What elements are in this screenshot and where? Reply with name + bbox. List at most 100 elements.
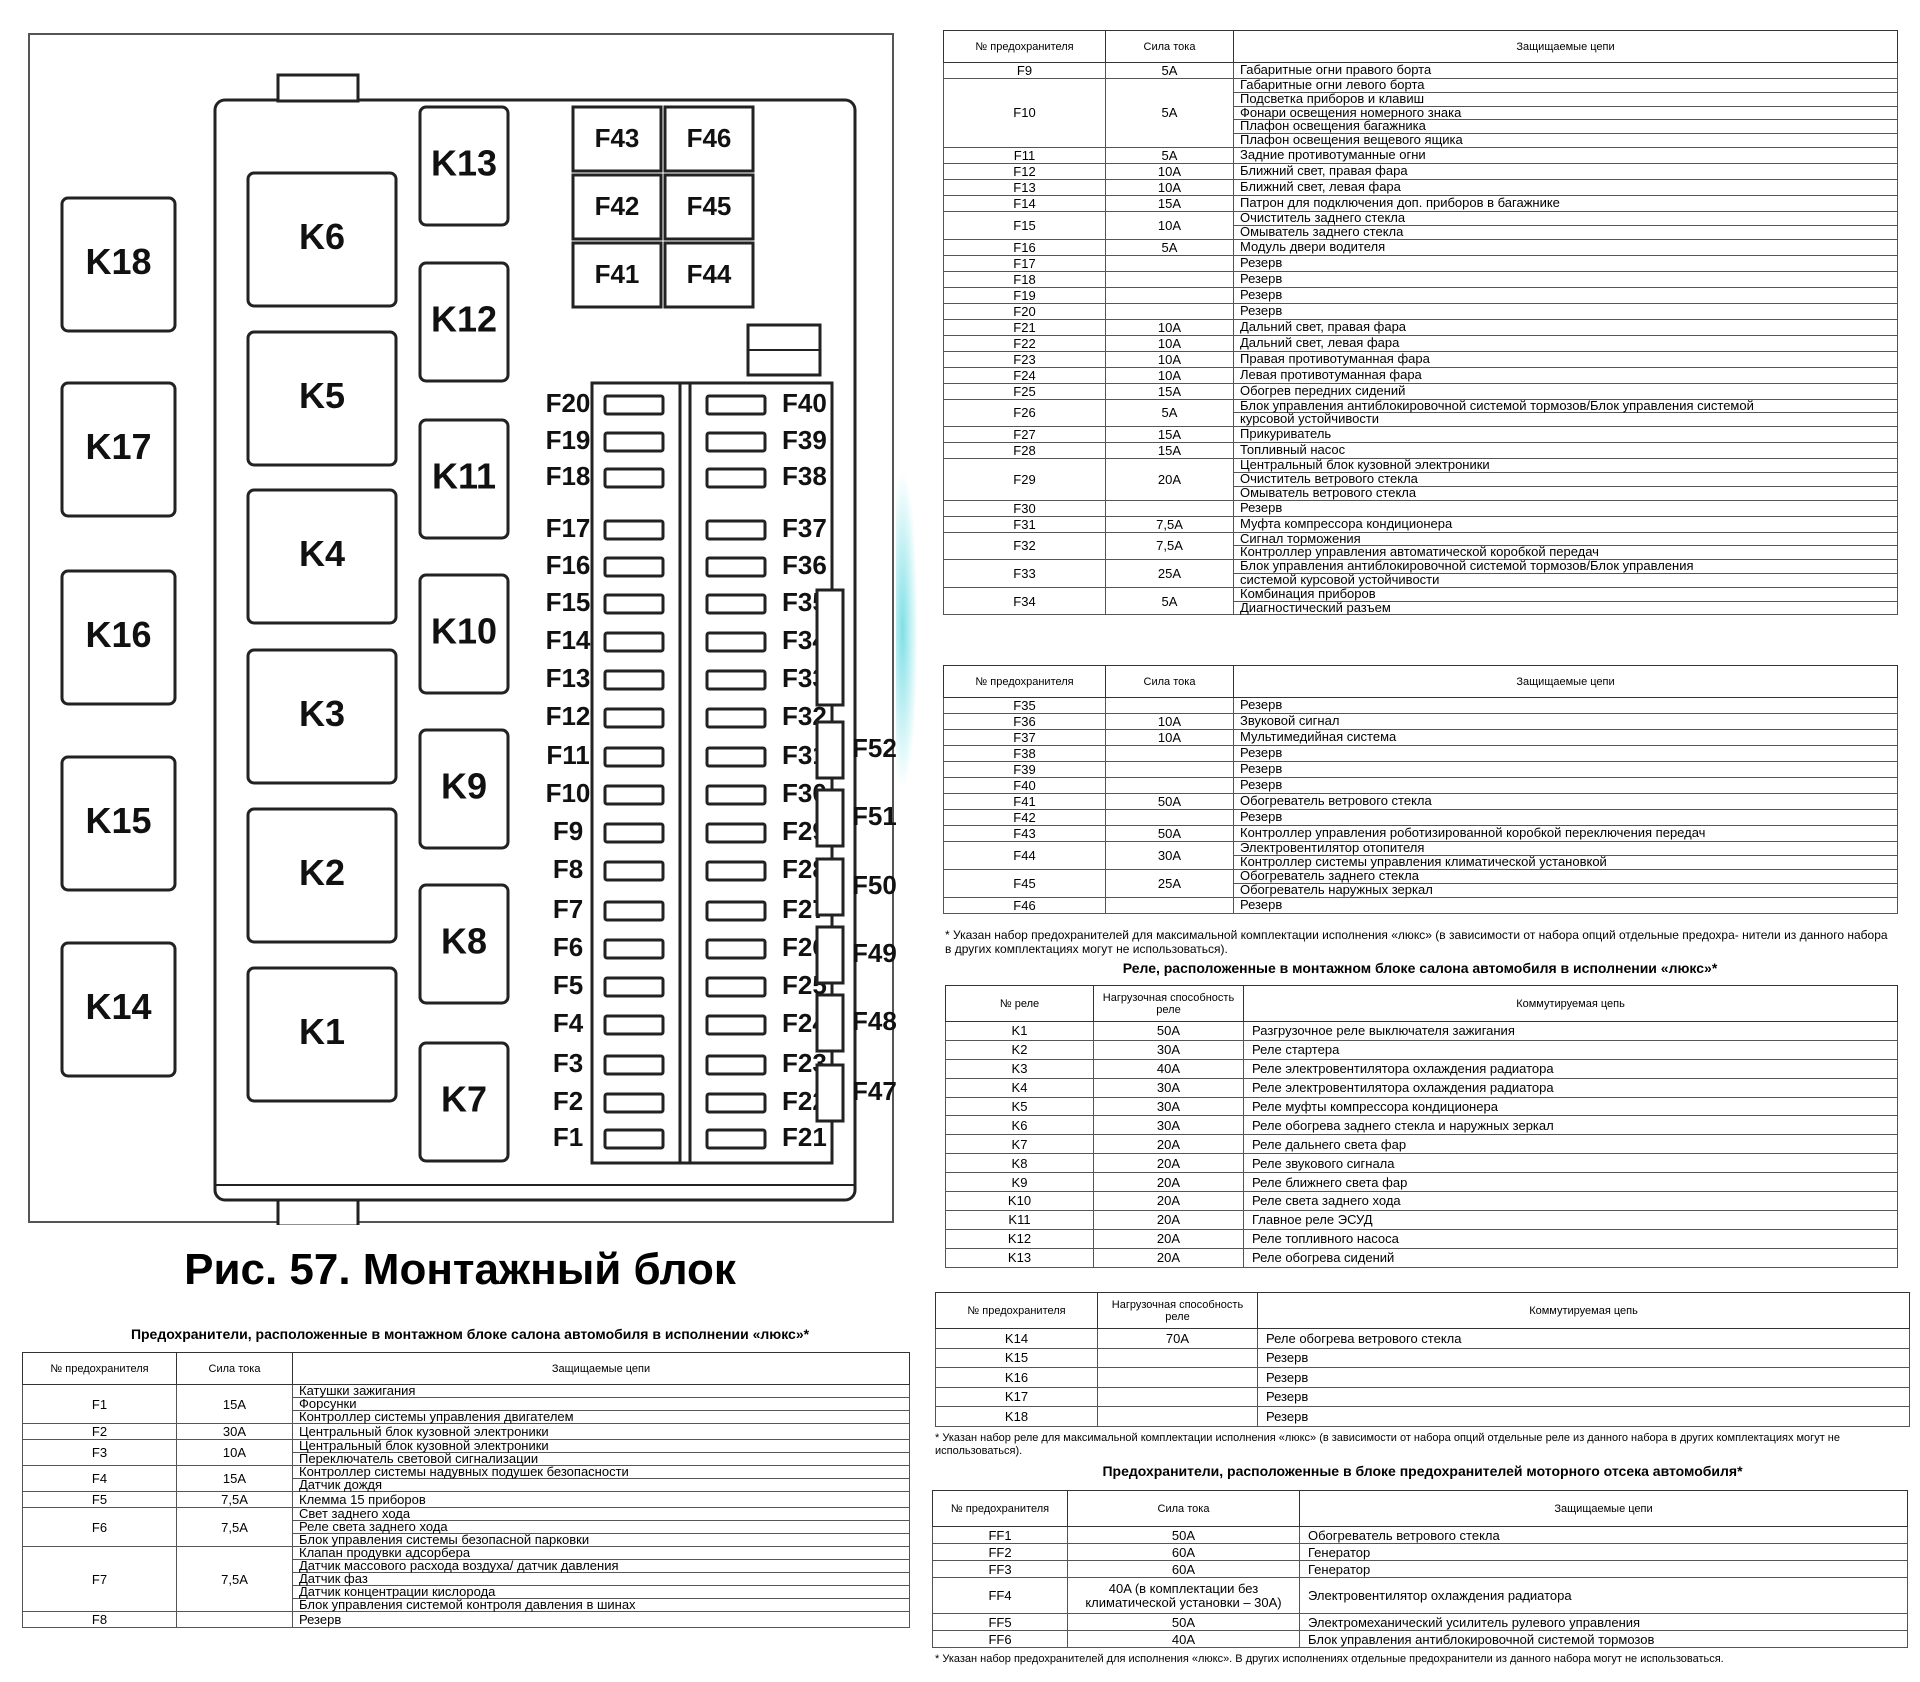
fuse-label-f19: F19 — [546, 425, 591, 455]
fuse-f42 — [571, 173, 663, 241]
fuse-label-f2: F2 — [553, 1086, 583, 1116]
relay-circuit: Главное реле ЭСУД — [1243, 1209, 1898, 1230]
fuse-number: F35 — [943, 697, 1106, 714]
relay-capacity: 30A — [1093, 1096, 1244, 1117]
fuse-number: FF6 — [932, 1630, 1068, 1648]
fuse-current: 10A — [1105, 729, 1234, 746]
relay-circuit: Реле света заднего хода — [1243, 1191, 1898, 1211]
fuse-number: F28 — [943, 442, 1106, 460]
fuse-number: F46 — [943, 896, 1106, 914]
fuse-circuits: Электромеханический усилитель рулевого у… — [1299, 1613, 1908, 1631]
relay-k9 — [418, 728, 510, 850]
relay-label-k3: K3 — [299, 693, 345, 734]
circuit-line: Диагностический разъем — [1240, 599, 1391, 615]
fuse-label-f20: F20 — [546, 388, 591, 418]
fuse-current — [1105, 499, 1234, 517]
circuit-line: Блок управления антиблокировочной систем… — [1234, 559, 1897, 574]
fuse-current: 10A — [1105, 334, 1234, 352]
circuit-line: Резерв — [1240, 697, 1283, 713]
circuit-line: Топливный насос — [1240, 442, 1346, 458]
fuse-panel — [590, 381, 834, 1165]
relay-circuit: Реле топливного насоса — [1243, 1228, 1898, 1249]
col-header-switched-circuit: Коммутируемая цепь — [1257, 1292, 1910, 1329]
fuse-f50 — [815, 857, 845, 917]
fuse-f22 — [705, 1092, 767, 1114]
fuse-f38 — [705, 467, 767, 489]
circuit-line: Обогреватель наружных зеркал — [1240, 881, 1433, 897]
fuse-current — [1105, 270, 1234, 288]
circuit-line: Центральный блок кузовной электроники — [293, 1439, 909, 1453]
fuse-label-f13: F13 — [546, 663, 591, 693]
fuse-current: 5A — [1105, 586, 1234, 616]
relay-capacity: 20A — [1093, 1191, 1244, 1211]
fuse-label-f11: F11 — [546, 740, 589, 770]
relay-circuit: Реле обогрева сидений — [1243, 1247, 1898, 1268]
fuse-f4 — [603, 1014, 665, 1036]
fuse-f5 — [603, 976, 665, 998]
fuse-side-tall — [815, 588, 845, 707]
fuse-current: 50A — [1105, 825, 1234, 842]
fuse-current: 7,5A — [176, 1491, 293, 1508]
circuit-line: Электровентилятор отопителя — [1234, 841, 1897, 856]
fuse-current: 10A — [1105, 210, 1234, 240]
fuse-f20 — [603, 394, 665, 416]
circuit-line: Датчик дождя — [299, 1477, 383, 1492]
fuse-f31 — [705, 746, 767, 768]
circuit-line: Резерв — [1240, 745, 1283, 761]
circuit-line: Плафон освещения вещевого ящика — [1240, 132, 1463, 148]
fuse-number: FF3 — [932, 1560, 1068, 1578]
relay-circuit: Резерв — [1257, 1367, 1910, 1388]
relay-capacity: 50A — [1093, 1021, 1244, 1041]
relay-label-k13: K13 — [431, 143, 497, 184]
fuse-number: F20 — [943, 302, 1106, 320]
fuse-label-f41: F41 — [595, 259, 640, 289]
relay-capacity: 20A — [1093, 1209, 1244, 1230]
fuse-current: 10A — [1105, 350, 1234, 368]
fuse-circuits: Звуковой сигнал — [1233, 713, 1898, 730]
col-header-circuits: Защищаемые цепи — [1233, 30, 1898, 63]
fuse-current: 7,5A — [176, 1507, 293, 1547]
circuit-line: Резерв — [1240, 254, 1283, 270]
relay-capacity: 20A — [1093, 1134, 1244, 1155]
circuit-line: Резерв — [1240, 286, 1283, 302]
fuse-f52 — [815, 720, 845, 780]
relays-title: Реле, расположенные в монтажном блоке са… — [1122, 960, 1718, 976]
fuse-current: 10A — [176, 1439, 293, 1466]
fuse-number: F23 — [943, 350, 1106, 368]
mounting-block-svg: K1K2K3K4K5K6K7K8K9K10K11K12K13K14K15K16K… — [60, 73, 896, 1225]
fuse-f9 — [603, 822, 665, 844]
fuse-f40 — [705, 394, 767, 416]
circuit-line: Ближний свет, левая фара — [1240, 179, 1401, 195]
relay-k10 — [418, 573, 510, 695]
fuse-number: F18 — [943, 270, 1106, 288]
fuse-label-f40: F40 — [782, 388, 827, 418]
relay-capacity: 20A — [1093, 1228, 1244, 1249]
relay-capacity: 30A — [1093, 1039, 1244, 1060]
fuse-circuits: Резерв — [1233, 697, 1898, 714]
fuse-number: F44 — [943, 841, 1106, 870]
fuse-circuits: Центральный блок кузовной электроники — [292, 1423, 910, 1440]
fuse-current — [1105, 302, 1234, 320]
fuse-current: 20A — [1105, 458, 1234, 501]
